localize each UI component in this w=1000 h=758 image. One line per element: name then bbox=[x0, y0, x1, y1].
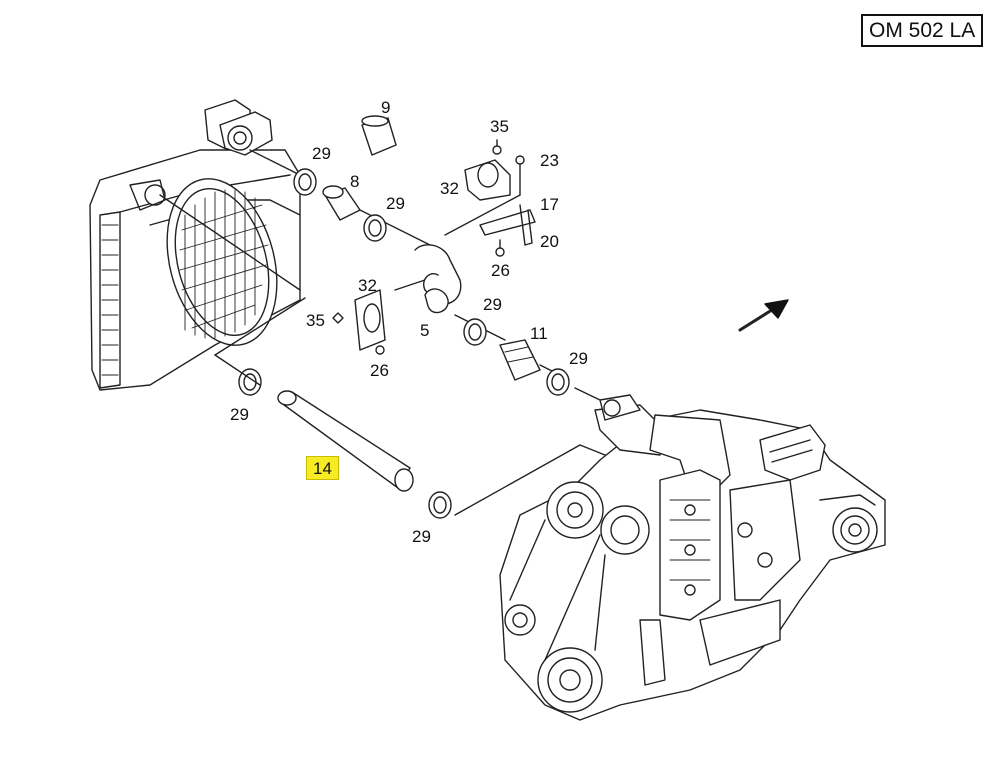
callout-11[interactable]: 11 bbox=[530, 324, 548, 343]
callout-26[interactable]: 26 bbox=[370, 361, 389, 380]
callout-32[interactable]: 32 bbox=[358, 276, 377, 295]
lower-hose-route bbox=[159, 194, 606, 516]
callout-29[interactable]: 29 bbox=[386, 194, 405, 213]
radiator-icon bbox=[89, 99, 301, 391]
callout-8[interactable]: 8 bbox=[350, 172, 360, 191]
bracket-icon bbox=[332, 139, 536, 355]
callout-29[interactable]: 29 bbox=[230, 405, 249, 424]
callout-5[interactable]: 5 bbox=[420, 321, 430, 340]
clamp-icon bbox=[238, 168, 570, 519]
callout-29[interactable]: 29 bbox=[412, 527, 431, 546]
callout-29[interactable]: 29 bbox=[569, 349, 588, 368]
callout-9[interactable]: 9 bbox=[381, 98, 391, 117]
callout-29[interactable]: 29 bbox=[312, 144, 331, 163]
callout-35[interactable]: 35 bbox=[306, 311, 325, 330]
callout-14-highlighted[interactable]: 14 bbox=[306, 456, 339, 480]
callout-32[interactable]: 32 bbox=[440, 179, 459, 198]
callout-35[interactable]: 35 bbox=[490, 117, 509, 136]
callout-29[interactable]: 29 bbox=[483, 295, 502, 314]
direction-arrow-icon bbox=[738, 299, 789, 332]
callout-23[interactable]: 23 bbox=[540, 151, 559, 170]
callout-26[interactable]: 26 bbox=[491, 261, 510, 280]
hose-icon bbox=[277, 115, 541, 492]
callout-20[interactable]: 20 bbox=[540, 232, 559, 251]
model-label: OM 502 LA bbox=[861, 14, 984, 47]
engine-icon bbox=[499, 394, 886, 721]
callout-17[interactable]: 17 bbox=[540, 195, 559, 214]
